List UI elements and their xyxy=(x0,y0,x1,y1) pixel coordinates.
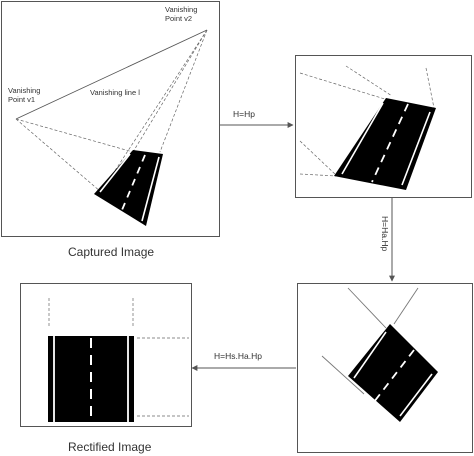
vp-v2-label-line2: Point v2 xyxy=(165,14,192,23)
dashed-line xyxy=(299,173,337,177)
projective-result-panel xyxy=(295,55,472,198)
road-edge-line xyxy=(401,111,431,186)
dashed-line xyxy=(15,118,102,193)
captured-image-panel: Vanishing Point v1 Vanishing Point v2 Va… xyxy=(1,1,220,237)
affine-transform-label: H=Ha.Hp xyxy=(380,216,390,251)
guide-line xyxy=(347,287,387,329)
dashed-line xyxy=(425,67,435,109)
road-edge-line xyxy=(399,373,433,417)
projective-transform-label: H=Hp xyxy=(233,109,255,119)
road-edge-line xyxy=(341,102,384,175)
road-center-line xyxy=(121,154,146,211)
vp-v2-label-line1: Vanishing xyxy=(165,5,197,14)
road-center-line xyxy=(371,103,409,183)
captured-image-caption: Captured Image xyxy=(68,245,155,259)
road-shape xyxy=(94,150,163,226)
road-shape xyxy=(348,324,438,422)
road-edge-line xyxy=(353,331,387,379)
vanishing-line xyxy=(15,29,208,120)
dashed-line xyxy=(299,72,389,101)
captured-image-diagram: Vanishing Point v1 Vanishing Point v2 Va… xyxy=(8,5,208,226)
guide-line xyxy=(393,287,419,325)
road-edge-line xyxy=(141,156,160,222)
rectified-image-panel xyxy=(20,283,192,427)
dashed-line xyxy=(299,140,337,176)
dashed-line xyxy=(132,29,208,153)
similarity-transform-label: H=Hs.Ha.Hp xyxy=(214,351,262,361)
affine-result-panel xyxy=(297,283,473,453)
road-edge-line xyxy=(99,153,131,193)
dashed-line xyxy=(15,118,134,153)
road-shape xyxy=(334,98,436,190)
vanishing-line-label: Vanishing line l xyxy=(90,88,140,97)
dashed-line xyxy=(159,29,208,153)
road-center-line xyxy=(373,349,415,403)
dashed-line xyxy=(345,65,393,97)
vp-v1-label-line1: Vanishing xyxy=(8,86,40,95)
dashed-line xyxy=(100,29,208,193)
rectified-image-diagram xyxy=(48,298,189,422)
projective-result-diagram xyxy=(299,65,436,190)
vp-v1-label-line2: Point v1 xyxy=(8,95,35,104)
affine-result-diagram xyxy=(321,287,438,422)
guide-line xyxy=(321,355,365,395)
rectified-image-caption: Rectified Image xyxy=(68,440,152,454)
